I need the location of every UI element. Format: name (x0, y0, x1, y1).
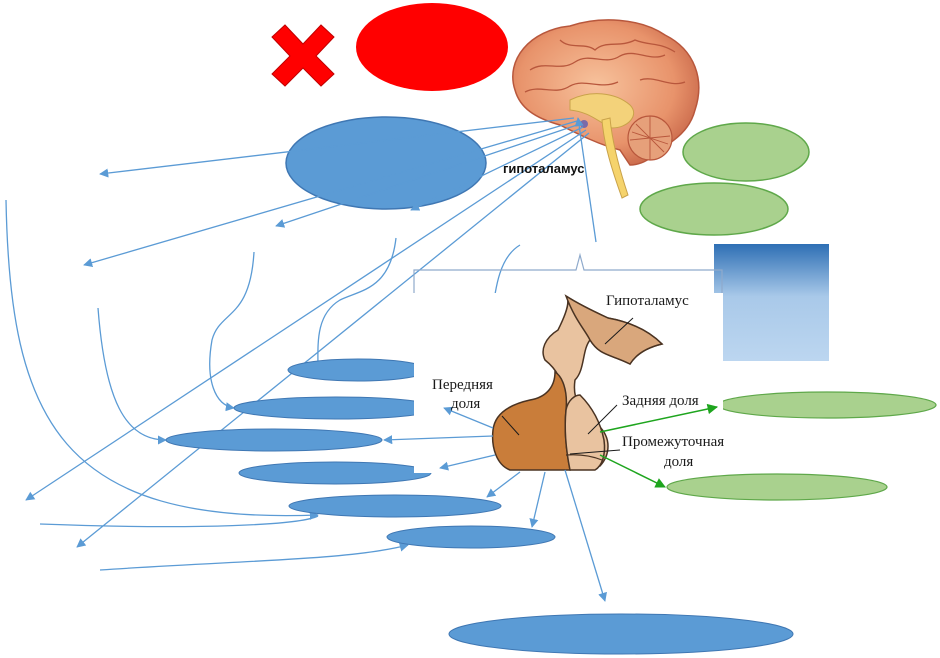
anterior-lobe-label-line1: Передняя (432, 377, 493, 393)
blue-ellipse-3 (165, 428, 383, 452)
anterior-lobe-label-line2: доля (451, 396, 481, 412)
blue-ellipse-1 (287, 358, 429, 382)
green-ellipse-4 (666, 473, 888, 501)
blue-ellipse-bottom (448, 613, 794, 655)
blue-ellipse-5 (288, 494, 502, 518)
pituitary-gland-icon (414, 293, 723, 473)
green-ellipse-3 (717, 391, 937, 419)
red-ellipse (356, 3, 508, 91)
blue-ellipse-2 (233, 396, 439, 420)
gradient-rectangle (714, 244, 829, 361)
bracket-line (413, 252, 723, 293)
intermediate-lobe-label-line2: доля (664, 454, 694, 470)
pituitary-arrows (383, 406, 607, 602)
blue-ellipse-large (285, 116, 487, 210)
posterior-lobe-arrows (599, 403, 719, 488)
brain-icon (512, 19, 700, 199)
green-ellipse-1 (682, 122, 810, 182)
posterior-lobe-label: Задняя доля (622, 393, 699, 409)
brain-hypothalamus-label: гипоталамус (503, 161, 585, 176)
blue-ellipse-4 (238, 461, 432, 485)
hypothalamus-label: Гипоталамус (606, 293, 689, 309)
red-x-mark-icon (271, 24, 335, 87)
green-ellipse-2 (639, 182, 789, 236)
hypothalamus-arrows (25, 117, 597, 548)
blue-ellipse-6 (386, 525, 556, 549)
curved-arrows (5, 199, 521, 571)
intermediate-lobe-label-line1: Промежуточная (622, 434, 725, 450)
